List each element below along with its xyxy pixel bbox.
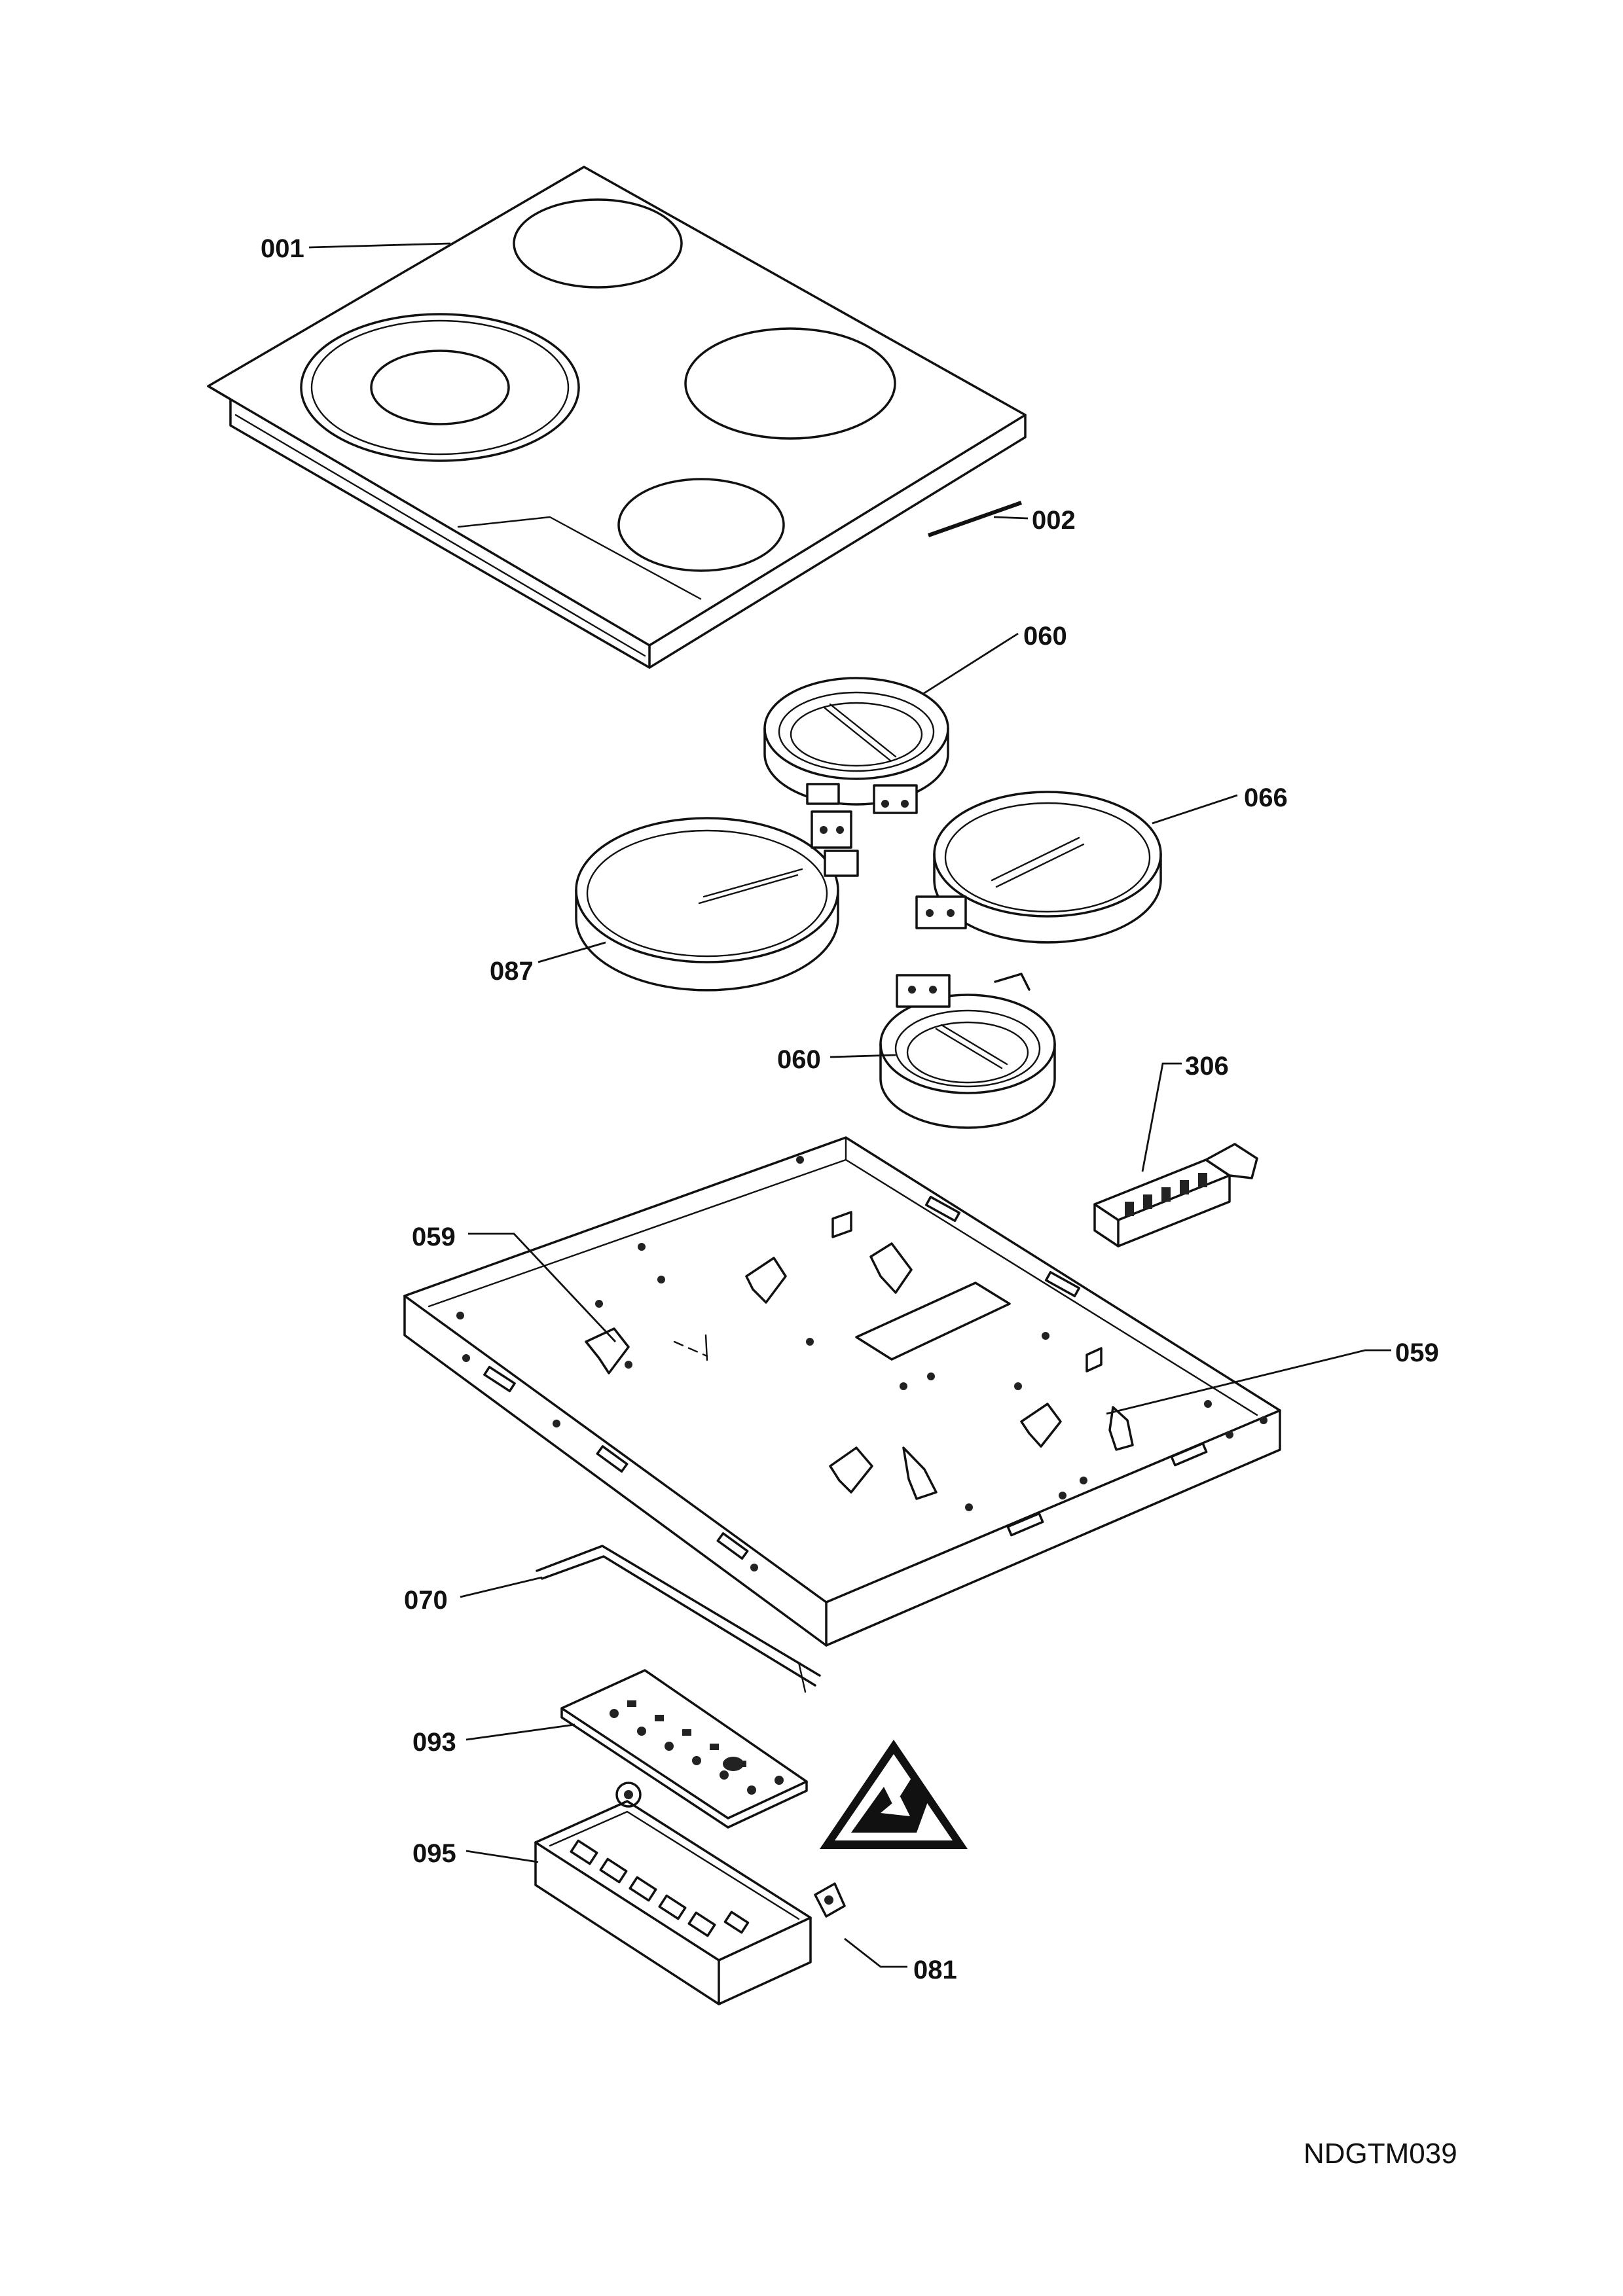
support-bracket	[829, 1446, 873, 1494]
part-label: 002	[1032, 506, 1076, 535]
part-label: 095	[412, 1839, 456, 1868]
support-bracket	[1108, 1406, 1134, 1451]
support-bracket	[1085, 1347, 1103, 1372]
part-095-control-box	[534, 1782, 812, 2005]
support-bracket	[869, 1242, 913, 1294]
part-label: 081	[913, 1956, 957, 1984]
part-002-seal-strip	[928, 501, 1022, 537]
part-label: 001	[261, 234, 304, 263]
part-070-gasket-strip	[536, 1545, 821, 1693]
part-093-control-board	[560, 1669, 808, 1829]
part-label: 087	[490, 957, 534, 986]
part-001-glass-cooktop	[207, 166, 1027, 669]
part-081-clip	[814, 1882, 846, 1918]
drawing-code: NDGTM039	[1304, 2138, 1457, 2170]
part-label: 306	[1185, 1052, 1229, 1081]
leader-lines	[308, 242, 1391, 1968]
part-label: 070	[404, 1586, 448, 1615]
part-labels: 001 002 060 066 087 060 306 059 059 070 …	[261, 234, 1439, 1984]
esd-warning-icon	[820, 1740, 968, 1849]
part-066-heater-right	[915, 791, 1162, 944]
housing-tray	[403, 1136, 1281, 1647]
support-bracket	[1020, 1403, 1062, 1448]
part-label: 093	[412, 1728, 456, 1757]
part-060-radiant-heater-upper	[763, 677, 949, 814]
support-bracket	[831, 1211, 852, 1238]
part-label: 060	[1023, 622, 1067, 651]
support-bracket	[745, 1257, 787, 1304]
part-label: 066	[1244, 783, 1288, 812]
part-306-terminal-block	[1093, 1143, 1258, 1247]
part-label: 059	[412, 1223, 456, 1251]
part-060-radiant-heater-lower	[879, 973, 1056, 1129]
part-label: 059	[1395, 1338, 1439, 1367]
support-bracket	[902, 1446, 938, 1500]
support-bracket	[585, 1327, 630, 1374]
part-label: 060	[777, 1045, 821, 1074]
part-087-heater-large	[575, 810, 859, 992]
